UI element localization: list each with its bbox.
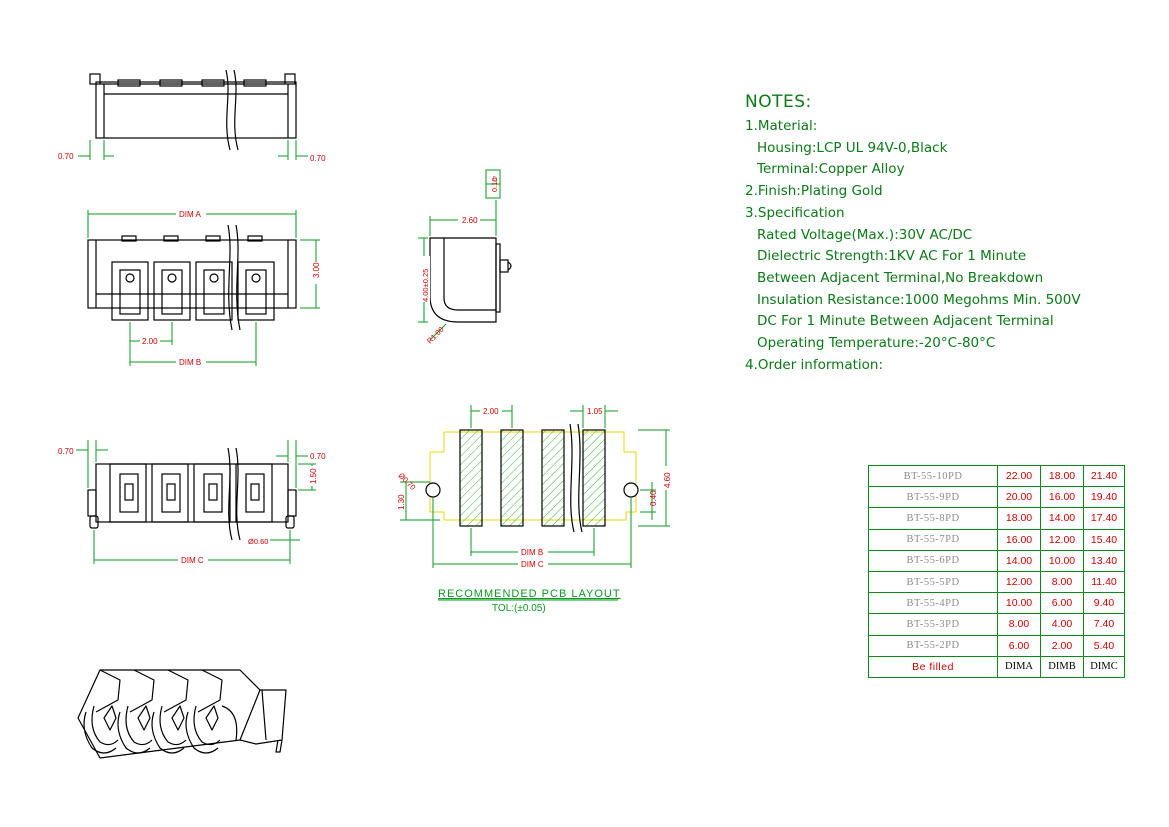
dimc-value: 15.40 <box>1083 528 1125 551</box>
footer-label: Be filled <box>868 655 998 678</box>
dimc-value: 5.40 <box>1083 634 1125 657</box>
notes-line: DC For 1 Minute Between Adjacent Termina… <box>757 313 1054 330</box>
dimb-value: 14.00 <box>1040 507 1084 530</box>
part-number: BT-55-2PD <box>868 634 998 657</box>
dim-bottom-peg: Ø0.60 <box>248 537 268 546</box>
dim-c-label: DIM C <box>181 556 204 565</box>
dima-value: 18.00 <box>997 507 1041 530</box>
dim-side-width: 2.60 <box>462 216 478 225</box>
dim-a-label: DIM A <box>179 210 201 219</box>
dima-value: 20.00 <box>997 486 1041 509</box>
dimb-value: 2.00 <box>1040 634 1084 657</box>
dima-value: 6.00 <box>997 634 1041 657</box>
dim-top-right: 0.70 <box>310 154 326 163</box>
dimc-value: 11.40 <box>1083 570 1125 594</box>
dim-bottom-left: 0.70 <box>58 447 74 456</box>
notes-line: Housing:LCP UL 94V-0,Black <box>757 139 948 156</box>
dimc-value: 7.40 <box>1083 613 1125 636</box>
part-number: BT-55-4PD <box>868 592 998 615</box>
notes-line: 4.Order information: <box>745 356 883 373</box>
dim-b-label: DIM B <box>179 358 201 367</box>
dima-value: 16.00 <box>997 528 1041 551</box>
dimb-value: 18.00 <box>1040 464 1084 488</box>
dim-pcb-130: 1.30 <box>397 494 406 510</box>
dim-pcb-460: 4.60 <box>663 472 672 488</box>
part-number: BT-55-5PD <box>868 570 998 594</box>
dima-value: 12.00 <box>997 570 1041 594</box>
dimc-value: 19.40 <box>1083 486 1125 509</box>
dima-value: 22.00 <box>997 464 1041 488</box>
dimc-value: 9.40 <box>1083 592 1125 615</box>
dima-value: 10.00 <box>997 592 1041 615</box>
dima-value: 8.00 <box>997 613 1041 636</box>
notes-line: Between Adjacent Terminal,No Breakdown <box>757 269 1044 286</box>
notes-block: NOTES: 1.Material: Housing:LCP UL 94V-0,… <box>745 92 1081 376</box>
notes-line: Insulation Resistance:1000 Megohms Min. … <box>757 291 1081 308</box>
bottom-view <box>87 447 297 541</box>
part-number: BT-55-9PD <box>868 486 998 509</box>
part-number: BT-55-6PD <box>868 549 998 572</box>
top-view-dims <box>78 140 308 160</box>
dimc-value: 13.40 <box>1083 549 1125 572</box>
part-number: BT-55-3PD <box>868 613 998 636</box>
dim-bottom-right: 0.70 <box>310 452 326 461</box>
front-view <box>87 224 297 331</box>
dim-side-height: 4.00±0.25 <box>421 269 430 302</box>
top-view <box>89 69 297 151</box>
dim-top-left: 0.70 <box>58 152 74 161</box>
part-number: BT-55-8PD <box>868 507 998 530</box>
dimb-value: 6.00 <box>1040 592 1084 615</box>
pcb-layout <box>425 423 639 533</box>
isometric-view <box>77 669 287 759</box>
dimb-value: 16.00 <box>1040 486 1084 509</box>
dimb-value: 10.00 <box>1040 549 1084 572</box>
notes-heading: NOTES: <box>745 92 812 112</box>
notes-line: Dielectric Strength:1KV AC For 1 Minute <box>757 248 1027 265</box>
dimc-value: 21.40 <box>1083 464 1125 488</box>
dim-height-300: 3.00 <box>312 262 321 278</box>
dim-pcb-040: 0.40 <box>649 490 658 506</box>
pcb-caption-title: RECOMMENDED PCB LAYOUT <box>438 588 621 600</box>
dim-pcb-hole: Ø0.70 <box>397 471 418 492</box>
dimb-value: 4.00 <box>1040 613 1084 636</box>
notes-line: 3.Specification <box>745 204 845 221</box>
footer-dimb: DIMB <box>1040 655 1084 678</box>
dim-pitch: 2.00 <box>142 337 158 346</box>
side-view <box>429 237 512 323</box>
dim-pcb-pad: 1.05 <box>587 407 603 416</box>
footer-dimc: DIMC <box>1083 655 1125 678</box>
dim-pcb-c: DIM C <box>521 560 544 569</box>
dim-pcb-pitch: 2.00 <box>483 407 499 416</box>
notes-line: Rated Voltage(Max.):30V AC/DC <box>757 226 973 243</box>
dimb-value: 12.00 <box>1040 528 1084 551</box>
notes-line: 1.Material: <box>745 118 818 134</box>
flatness-value: 0.10 <box>490 177 499 192</box>
notes-line: Terminal:Copper Alloy <box>757 161 905 178</box>
part-number: BT-55-10PD <box>868 464 998 488</box>
notes-line: 2.Finish:Plating Gold <box>745 183 883 200</box>
dim-pcb-b: DIM B <box>521 548 543 557</box>
dimc-value: 17.40 <box>1083 507 1125 530</box>
part-number: BT-55-7PD <box>868 528 998 551</box>
dimb-value: 8.00 <box>1040 570 1084 594</box>
notes-line: Operating Temperature:-20°C-80°C <box>757 335 996 352</box>
dim-bottom-150: 1.50 <box>309 468 318 484</box>
flatness-icon: ▱ <box>490 175 499 182</box>
pcb-caption-tolerance: TOL:(±0.05) <box>492 603 546 614</box>
bottom-view-dims <box>76 440 316 564</box>
dima-value: 14.00 <box>997 549 1041 572</box>
footer-dima: DIMA <box>997 655 1041 678</box>
